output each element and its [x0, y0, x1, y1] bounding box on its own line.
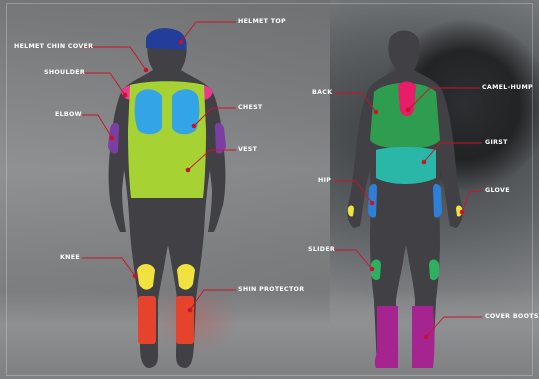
- dot-elbow: [110, 136, 115, 141]
- right-hip-pad: [433, 184, 442, 218]
- dot-shoulder: [123, 93, 128, 98]
- dot-knee: [133, 274, 138, 279]
- leader-slider: [334, 250, 372, 269]
- label-cover-boots: COVER BOOTS: [485, 313, 539, 320]
- right-slider: [429, 260, 439, 281]
- leader-helmet-top: [181, 22, 236, 42]
- label-helmet-top: HELMET TOP: [238, 18, 286, 25]
- right-shin-pad: [176, 296, 194, 344]
- leader-glove: [462, 191, 482, 212]
- label-chest: CHEST: [238, 104, 263, 111]
- leader-elbow: [82, 115, 112, 138]
- label-girst: GIRST: [485, 139, 508, 146]
- label-helmet-chin-cover: HELMET CHIN COVER: [14, 43, 93, 50]
- label-elbow: ELBOW: [55, 111, 82, 118]
- front-figure: [108, 28, 226, 368]
- helmet-shape: [146, 28, 187, 50]
- girst-belt: [376, 147, 436, 184]
- leader-knee: [82, 258, 135, 276]
- dot-glove: [460, 210, 465, 215]
- left-chest-pad: [135, 89, 162, 134]
- dot-vest: [186, 168, 191, 173]
- dot-back: [374, 110, 379, 115]
- dot-camel-hump: [406, 108, 411, 113]
- right-cover-boot: [412, 306, 435, 368]
- label-camel-hump: CAMEL-HUMP: [482, 84, 533, 91]
- label-vest: VEST: [238, 146, 257, 153]
- left-shin-pad: [138, 296, 156, 344]
- right-elbow-pad: [215, 123, 226, 154]
- label-glove: GLOVE: [485, 187, 510, 194]
- left-cover-boot: [375, 306, 398, 368]
- dot-cover-boots: [424, 335, 429, 340]
- dot-girst: [422, 160, 427, 165]
- label-shin-protector: SHIN PROTECTOR: [238, 286, 304, 293]
- leader-shoulder: [82, 73, 125, 95]
- label-slider: SLIDER: [308, 246, 335, 253]
- label-shoulder: SHOULDER: [44, 69, 85, 76]
- dot-chest: [192, 124, 197, 129]
- dot-slider: [370, 267, 375, 272]
- leader-helmet-chin: [82, 47, 146, 70]
- dot-hip: [370, 201, 375, 206]
- label-knee: KNEE: [60, 254, 80, 261]
- label-hip: HIP: [318, 177, 331, 184]
- leader-shin: [190, 290, 236, 310]
- label-back: BACK: [312, 89, 332, 96]
- dot-helmet-chin: [144, 68, 149, 73]
- dot-shin: [188, 308, 193, 313]
- dot-helmet-top: [179, 40, 184, 45]
